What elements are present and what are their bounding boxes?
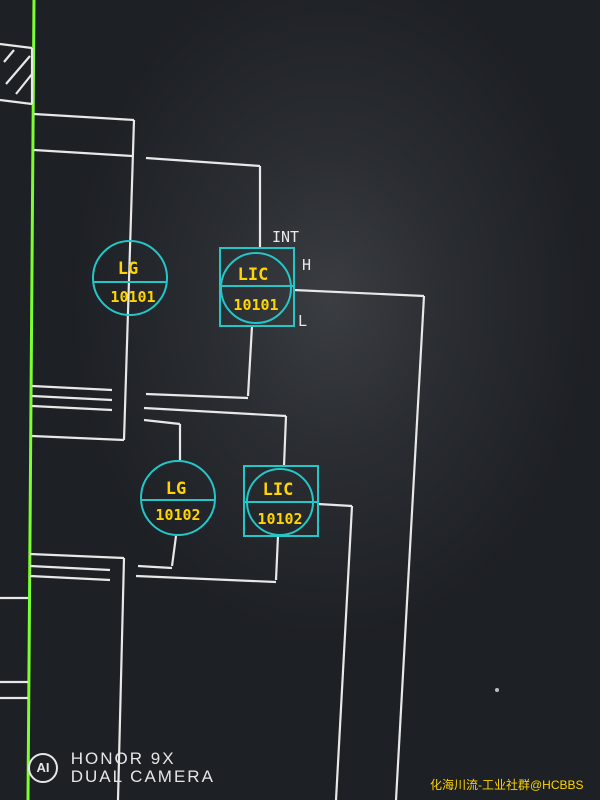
instrument-lic-10101[interactable]: LIC 10101: [219, 247, 295, 327]
int-label: INT: [272, 228, 299, 246]
lic-10101-number: 10101: [233, 296, 278, 314]
lic-10101-function: LIC: [238, 265, 269, 285]
source-watermark: 化海川流-工业社群@HCBBS: [430, 778, 584, 792]
screen-speck: [495, 688, 499, 692]
lg-10101-number: 10101: [110, 288, 155, 306]
high-label: H: [302, 256, 311, 274]
lic-10102-function: LIC: [263, 480, 294, 500]
low-label: L: [298, 312, 307, 330]
vessel-wall-line: [26, 0, 36, 800]
instrument-lic-10102[interactable]: LIC 10102: [243, 465, 319, 537]
lower-wiring: [0, 502, 354, 800]
upper-wiring: [31, 112, 288, 467]
hatched-nozzle: [0, 42, 34, 106]
lg-10101-function: LG: [118, 259, 138, 279]
lg-10102-number: 10102: [155, 506, 200, 524]
brand-line-1: HONOR 9X: [70, 749, 176, 768]
camera-watermark: AI HONOR 9X DUAL CAMERA: [28, 750, 215, 786]
instrument-lg-10102[interactable]: LG 10102: [140, 460, 216, 536]
lg-10102-function: LG: [166, 479, 186, 499]
instrument-lg-10101[interactable]: LG 10101: [92, 240, 168, 316]
lic-10102-number: 10102: [257, 510, 302, 528]
lic-10101-output-line: [293, 288, 426, 800]
brand-line-2: DUAL CAMERA: [70, 767, 215, 786]
ai-logo-icon: AI: [28, 753, 58, 783]
